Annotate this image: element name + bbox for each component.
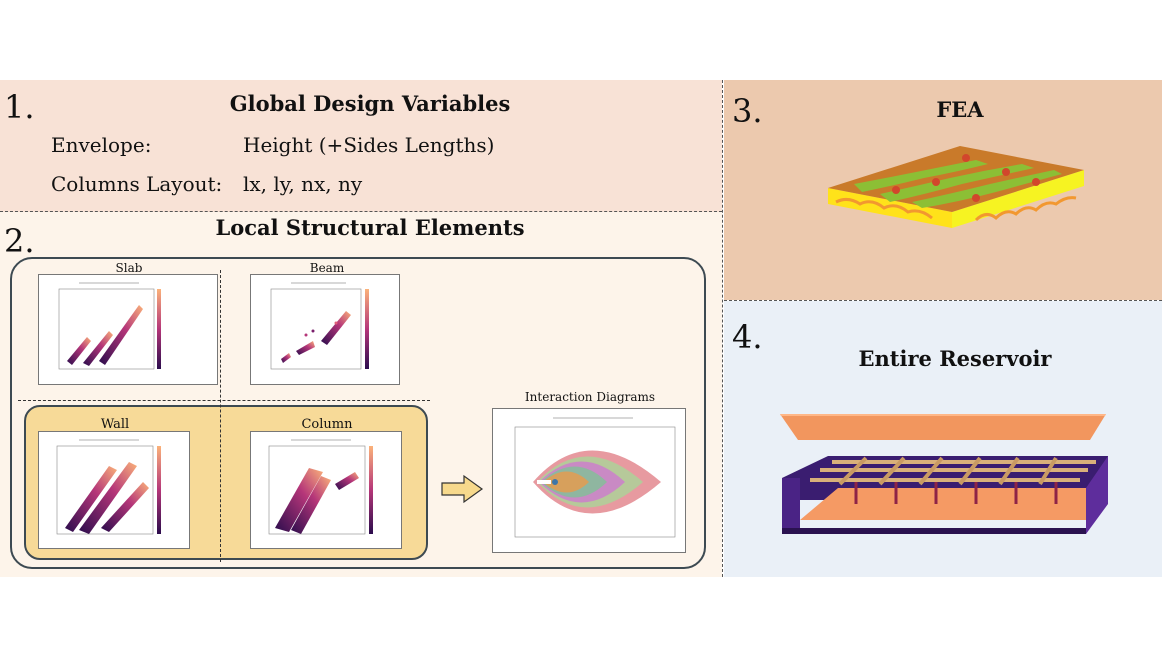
- envelope-value: Height (+Sides Lengths): [243, 133, 495, 157]
- interaction-diagrams-label: Interaction Diagrams: [524, 390, 656, 404]
- wall-label: Wall: [100, 417, 130, 432]
- arrow-icon: [440, 474, 484, 504]
- column-plot: [250, 431, 402, 549]
- section-2-title: Local Structural Elements: [215, 215, 525, 240]
- slab-plot: [38, 274, 218, 385]
- wall-plot: [38, 431, 190, 549]
- columns-layout-label: Columns Layout:: [51, 172, 223, 196]
- plot-grid-horizontal-divider: [18, 400, 430, 401]
- plot-grid-vertical-divider: [220, 270, 221, 562]
- slab-label: Slab: [115, 261, 143, 275]
- section-1-number: 1.: [4, 88, 35, 126]
- section-4-title: Entire Reservoir: [858, 346, 1052, 371]
- interaction-diagram-plot: [492, 408, 686, 553]
- fea-slab-model: [826, 138, 1086, 230]
- panel-global-design-variables: [0, 80, 722, 212]
- section-1-title: Global Design Variables: [229, 91, 511, 116]
- section-2-number: 2.: [4, 222, 35, 260]
- columns-layout-value: lx, ly, nx, ny: [243, 172, 363, 196]
- vertical-divider: [722, 80, 723, 577]
- section-3-number: 3.: [732, 92, 763, 130]
- beam-label: Beam: [309, 261, 345, 275]
- section-4-number: 4.: [732, 318, 763, 356]
- column-label: Column: [301, 417, 353, 432]
- envelope-label: Envelope:: [51, 133, 152, 157]
- beam-plot: [250, 274, 400, 385]
- section-3-title: FEA: [936, 97, 984, 122]
- horizontal-divider: [724, 300, 1162, 301]
- reservoir-model: [770, 408, 1120, 538]
- local-elements-frame: [10, 257, 706, 569]
